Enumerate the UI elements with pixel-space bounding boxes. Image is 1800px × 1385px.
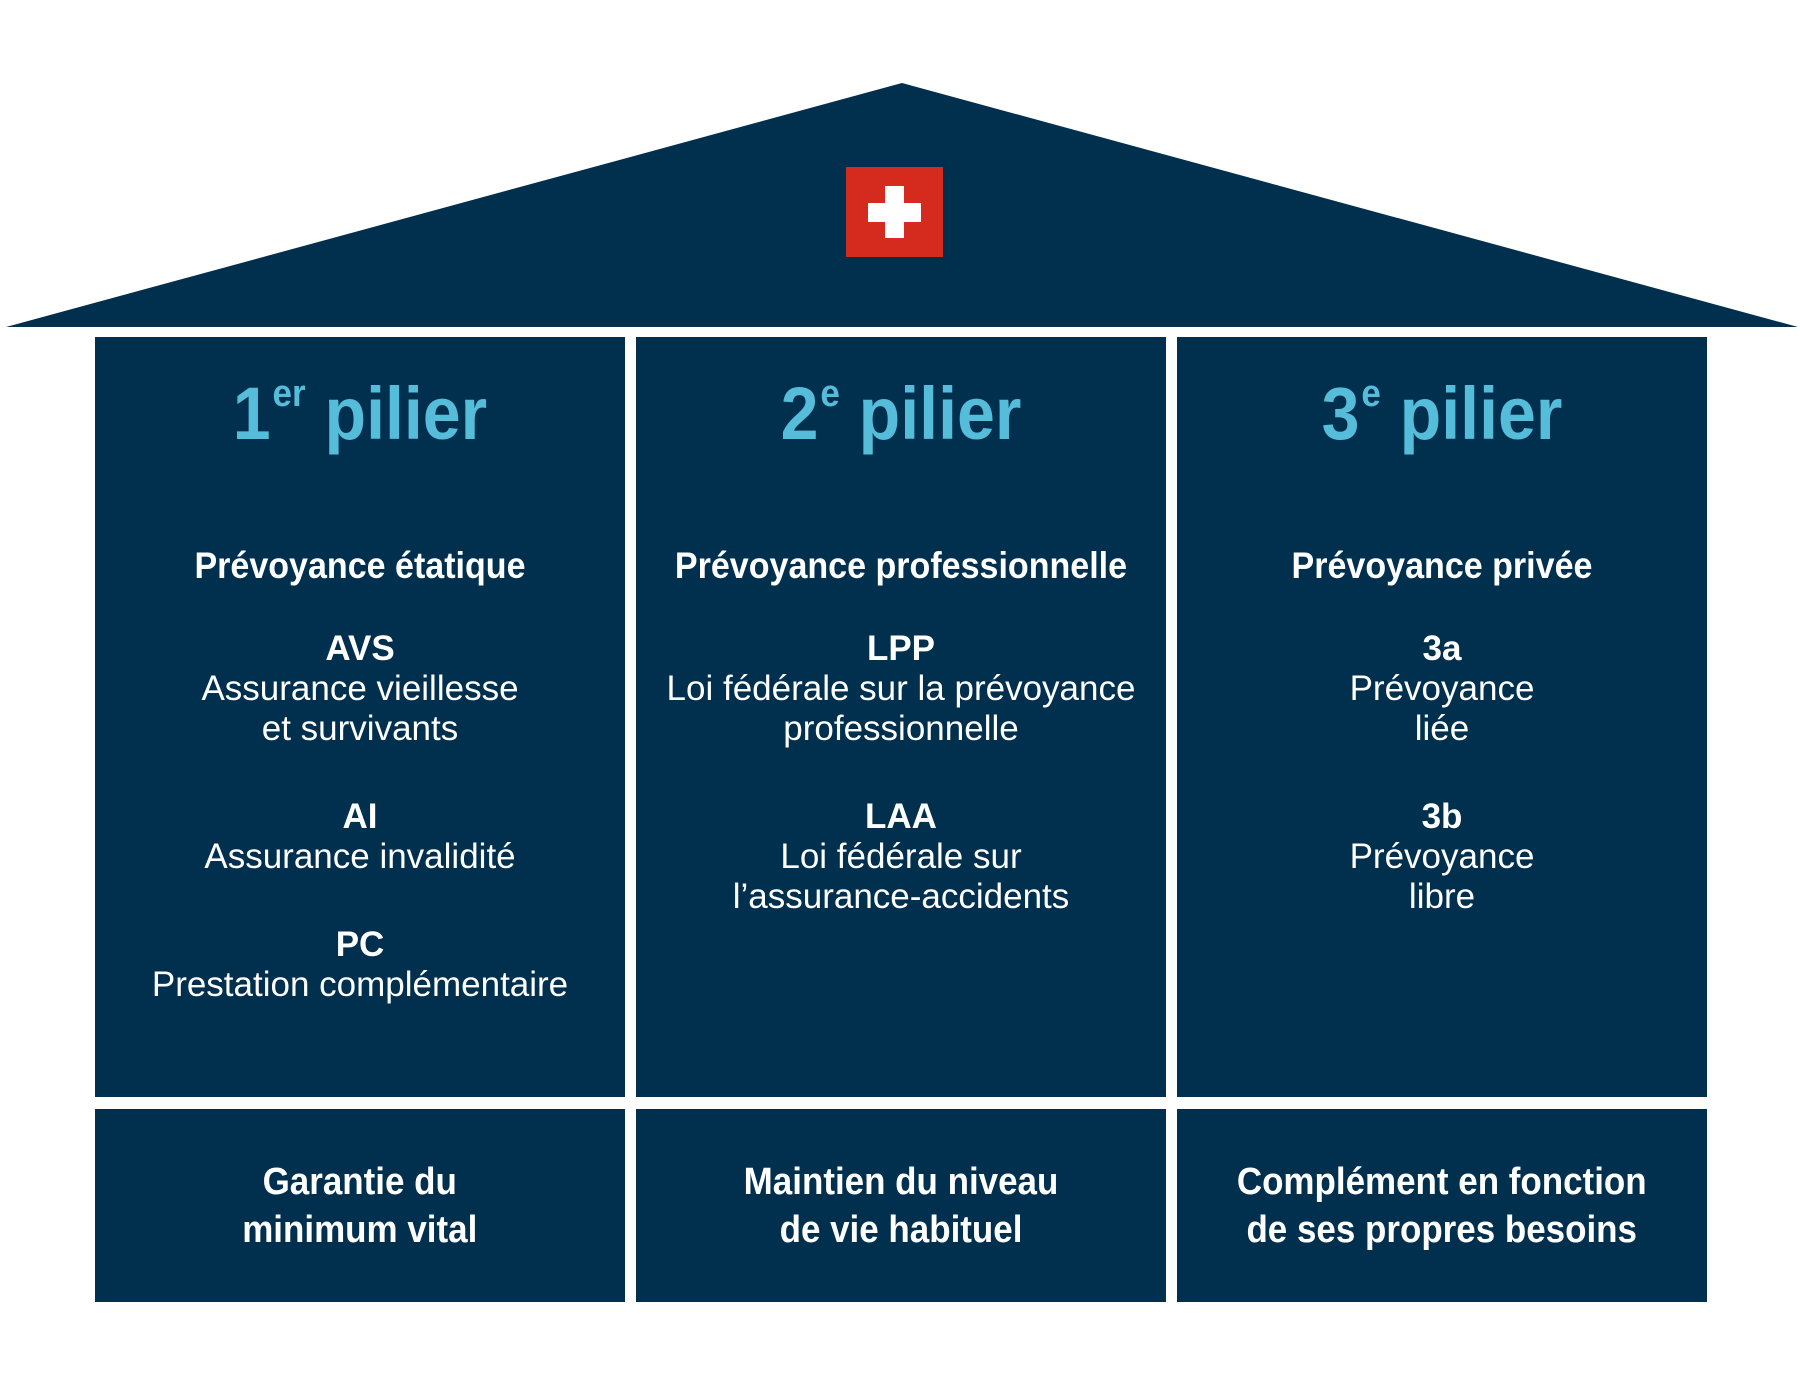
item-code: LPP [866,629,936,668]
item-code: AVS [325,629,395,668]
pillar-2-title: 2e pilier [657,375,1145,451]
pillar-item-3a: 3a Prévoyance liée [1177,629,1707,749]
pillar-item-ai: AI Assurance invalidité [95,797,625,877]
pillar-3-suffix: e [1361,373,1381,415]
pillar-1: 1er pilier Prévoyance étatique AVS Assur… [95,337,625,1097]
pillar-2-goal-text: Maintien du niveau de vie habituel [743,1160,1059,1251]
pillar-1-word: pilier [324,372,488,455]
pillar-2: 2e pilier Prévoyance professionnelle LPP… [636,337,1166,1097]
pillar-1-subtitle: Prévoyance étatique [194,545,526,586]
item-description: Loi fédérale sur l’assurance-accidents [732,837,1070,916]
pillar-item-laa: LAA Loi fédérale sur l’assurance-acciden… [636,797,1166,917]
pillar-1-goal-text: Garantie du minimum vital [242,1160,478,1251]
pillar-item-lpp: LPP Loi fédérale sur la prévoyance profe… [636,629,1166,749]
item-code: PC [335,925,385,964]
pillar-3-title: 3e pilier [1198,375,1686,451]
item-description: Assurance vieillesse et survivants [201,669,519,748]
item-code: LAA [865,797,937,836]
item-description: Prévoyance libre [1349,837,1535,916]
pillar-1-goal: Garantie du minimum vital [95,1109,625,1302]
item-description: Loi fédérale sur la prévoyance professio… [666,669,1136,748]
swiss-flag-icon [846,167,943,257]
item-description: Prestation complémentaire [151,965,569,1004]
pillar-1-title: 1er pilier [116,375,604,451]
pillar-3-goal: Complément en fonction de ses propres be… [1177,1109,1707,1302]
pillar-3-number: 3 [1321,372,1360,455]
pillar-3-subtitle: Prévoyance privée [1291,545,1593,586]
pillar-2-subtitle: Prévoyance professionnelle [674,545,1128,586]
pillar-item-avs: AVS Assurance vieillesse et survivants [95,629,625,749]
pillar-item-3b: 3b Prévoyance libre [1177,797,1707,917]
pillar-2-suffix: e [820,373,840,415]
pillar-3-goal-text: Complément en fonction de ses propres be… [1237,1160,1647,1251]
pillar-1-suffix: er [272,373,306,415]
pillar-2-word: pilier [858,372,1022,455]
pillar-item-pc: PC Prestation complémentaire [95,925,625,1005]
item-description: Assurance invalidité [204,837,516,876]
item-code: 3a [1422,629,1462,668]
pillar-2-number: 2 [780,372,819,455]
pillar-3-word: pilier [1399,372,1563,455]
item-code: 3b [1421,797,1463,836]
item-description: Prévoyance liée [1349,669,1535,748]
pillar-1-number: 1 [232,372,271,455]
item-code: AI [342,797,378,836]
pillar-3: 3e pilier Prévoyance privée 3a Prévoyanc… [1177,337,1707,1097]
pillar-2-goal: Maintien du niveau de vie habituel [636,1109,1166,1302]
